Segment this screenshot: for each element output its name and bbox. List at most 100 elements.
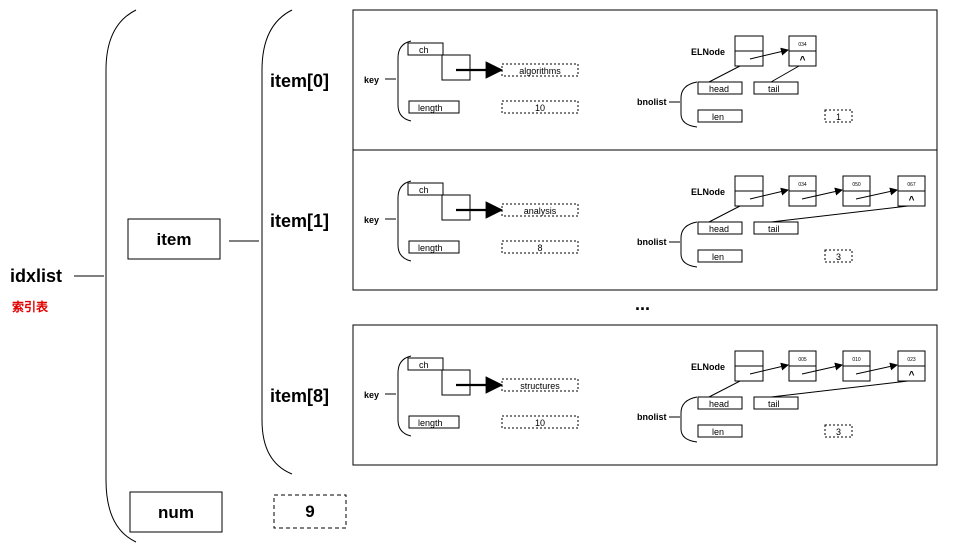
card-0-node-0-number: 034 — [798, 42, 807, 48]
num-value-box — [273, 494, 347, 529]
card-0-tail-box — [753, 81, 799, 95]
card-2-len-label: len — [712, 427, 724, 437]
num-box-label: num — [158, 503, 194, 522]
card-0-head-to-node-arrow — [749, 47, 789, 60]
card-2-key-label: key — [364, 390, 379, 400]
idxlist-brace — [105, 9, 137, 543]
card-2-length-value-box — [501, 415, 579, 429]
card-0-head-label: head — [709, 84, 729, 94]
card-1-node-1-bottom — [842, 190, 871, 207]
card-1-word-box — [501, 203, 579, 217]
card-0-head-pointer — [708, 65, 741, 83]
card-0-len-box — [697, 109, 743, 123]
num-value: 9 — [305, 502, 314, 521]
idxlist-caption: 索引表 — [12, 299, 49, 314]
card-2-elnode-label: ELNode — [691, 362, 725, 372]
card-0-word: algorithms — [519, 66, 561, 76]
card-1-head-label: head — [709, 224, 729, 234]
card-2-word: structures — [520, 381, 560, 391]
card-1-frame — [352, 149, 938, 291]
item-label-1: item[1] — [270, 211, 329, 231]
card-1-node-0-bottom — [788, 190, 817, 207]
card-1-node-2-number: 067 — [907, 182, 916, 188]
card-2-len-value: 3 — [836, 427, 841, 437]
card-1-tail-label: tail — [768, 224, 780, 234]
card-1-length-label: length — [418, 243, 443, 253]
card-2-length-box — [408, 415, 460, 429]
card-1-elnode-label: ELNode — [691, 187, 725, 197]
card-2-head-to-node-arrow — [749, 362, 789, 375]
card-0-word-box — [501, 63, 579, 77]
card-2-node-0-number: 005 — [798, 357, 807, 363]
card-0-length-value-box — [501, 100, 579, 114]
item-label-0: item[0] — [270, 71, 329, 91]
card-2-frame — [352, 324, 938, 466]
item-brace — [261, 9, 293, 475]
idxlist-label: idxlist — [10, 266, 62, 286]
card-2-tail-box — [753, 396, 799, 410]
card-2-null-marker: ^ — [909, 370, 915, 381]
card-0-elnode-label: ELNode — [691, 47, 725, 57]
card-0-ch-label: ch — [419, 45, 429, 55]
card-1-len-value: 3 — [836, 252, 841, 262]
card-2-node-0-bottom — [788, 365, 817, 382]
card-1-len-box — [697, 249, 743, 263]
card-1-head-to-node-arrow — [749, 187, 789, 200]
card-0-length-label: length — [418, 103, 443, 113]
item-box — [127, 218, 221, 260]
card-2-len-box — [697, 424, 743, 438]
card-1-node-0-number: 034 — [798, 182, 807, 188]
item-label-8: item[8] — [270, 386, 329, 406]
item-box-label: item — [157, 230, 192, 249]
num-box — [129, 491, 223, 533]
card-0-head-node-bottom — [734, 50, 764, 67]
card-2-bnolist-label: bnolist — [637, 412, 667, 422]
ellipsis: ... — [635, 294, 650, 314]
card-0-key-label: key — [364, 75, 379, 85]
card-1-length-value: 8 — [537, 243, 542, 253]
card-0-length-value: 10 — [535, 103, 545, 113]
card-0-tail-label: tail — [768, 84, 780, 94]
card-2-length-value: 10 — [535, 418, 545, 428]
card-0-tail-pointer — [770, 65, 800, 83]
card-2-ch-box — [407, 357, 444, 371]
card-2-bnolist-brace — [680, 396, 698, 443]
card-2-head-label: head — [709, 399, 729, 409]
card-2-head-node-bottom — [734, 365, 764, 382]
card-1-len-label: len — [712, 252, 724, 262]
card-2-tail-pointer — [770, 380, 909, 398]
card-1-node-0-next-arrow — [801, 187, 843, 200]
card-2-node-2-number: 023 — [907, 357, 916, 363]
card-0-null-marker: ^ — [800, 55, 806, 66]
card-1-tail-box — [753, 221, 799, 235]
card-1-length-value-box — [501, 240, 579, 254]
card-1-ch-label: ch — [419, 185, 429, 195]
card-2-node-1-bottom — [842, 365, 871, 382]
card-1-bnolist-brace — [680, 221, 698, 268]
card-2-len-value-box — [824, 424, 853, 438]
card-1-key-brace — [397, 180, 412, 262]
card-0-head-box — [697, 81, 743, 95]
card-2-node-1-number: 010 — [852, 357, 861, 363]
card-1-key-label: key — [364, 215, 379, 225]
card-2-head-box — [697, 396, 743, 410]
card-1-word: analysis — [524, 206, 557, 216]
card-2-tail-label: tail — [768, 399, 780, 409]
card-1-ch-pointer-box — [441, 194, 471, 221]
card-1-len-value-box — [824, 249, 853, 263]
card-1-head-node-bottom — [734, 190, 764, 207]
card-0-ch-pointer-box — [441, 54, 471, 81]
card-2-ch-pointer-box — [441, 369, 471, 396]
card-1-head-box — [697, 221, 743, 235]
card-1-head-pointer — [708, 205, 741, 223]
card-2-head-node-top — [734, 350, 764, 367]
card-2-ch-label: ch — [419, 360, 429, 370]
card-0-length-box — [408, 100, 460, 114]
card-0-node-0-bottom — [788, 50, 817, 67]
card-1-node-2-bottom — [897, 190, 926, 207]
card-2-head-pointer — [708, 380, 741, 398]
card-0-frame — [352, 9, 938, 151]
card-2-node-1-next-arrow — [855, 362, 898, 375]
card-0-head-node-top — [734, 35, 764, 52]
